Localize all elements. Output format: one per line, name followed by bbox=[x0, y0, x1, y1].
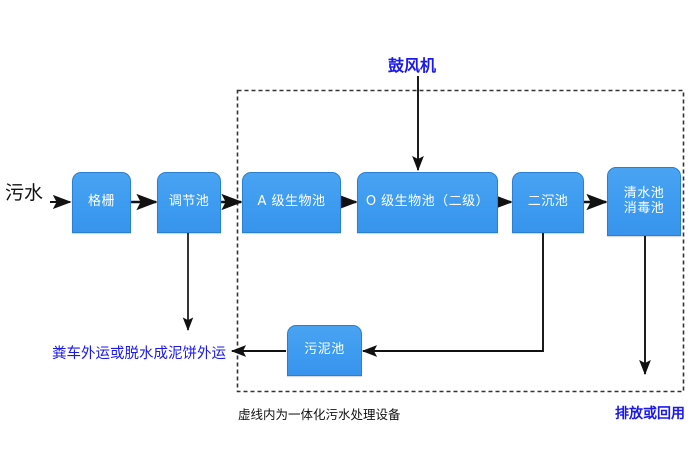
node-grid[interactable]: 格栅 bbox=[72, 172, 131, 233]
node-regulating-tank[interactable]: 调节池 bbox=[157, 172, 221, 233]
node-o-stage-bioreactor-label: O 级生物池（二级） bbox=[365, 194, 490, 210]
label-sludge-removal: 粪车外运或脱水成泥饼外运 bbox=[52, 346, 226, 362]
node-regulating-tank-label: 调节池 bbox=[168, 194, 210, 210]
node-secondary-sedimentation-tank[interactable]: 二沉池 bbox=[512, 172, 584, 233]
node-o-stage-bioreactor[interactable]: O 级生物池（二级） bbox=[357, 172, 498, 233]
node-secondary-sedimentation-tank-label: 二沉池 bbox=[527, 194, 569, 210]
node-sludge-tank-label: 污泥池 bbox=[304, 342, 345, 358]
label-influent: 污水 bbox=[5, 182, 44, 204]
node-a-stage-bioreactor-label: A 级生物池 bbox=[257, 194, 326, 210]
node-sludge-tank[interactable]: 污泥池 bbox=[287, 325, 362, 376]
node-clearwater-disinfection-tank[interactable]: 清水池 消毒池 bbox=[607, 167, 681, 236]
label-discharge-reuse: 排放或回用 bbox=[615, 406, 685, 422]
node-grid-label: 格栅 bbox=[87, 194, 115, 210]
arrow-secondsed-to-sludge-tank bbox=[361, 232, 544, 357]
node-a-stage-bioreactor[interactable]: A 级生物池 bbox=[242, 172, 341, 233]
label-dashed-caption: 虚线内为一体化污水处理设备 bbox=[238, 407, 401, 422]
node-clearwater-disinfection-tank-label: 清水池 消毒池 bbox=[623, 185, 665, 216]
label-blower: 鼓风机 bbox=[388, 56, 437, 75]
